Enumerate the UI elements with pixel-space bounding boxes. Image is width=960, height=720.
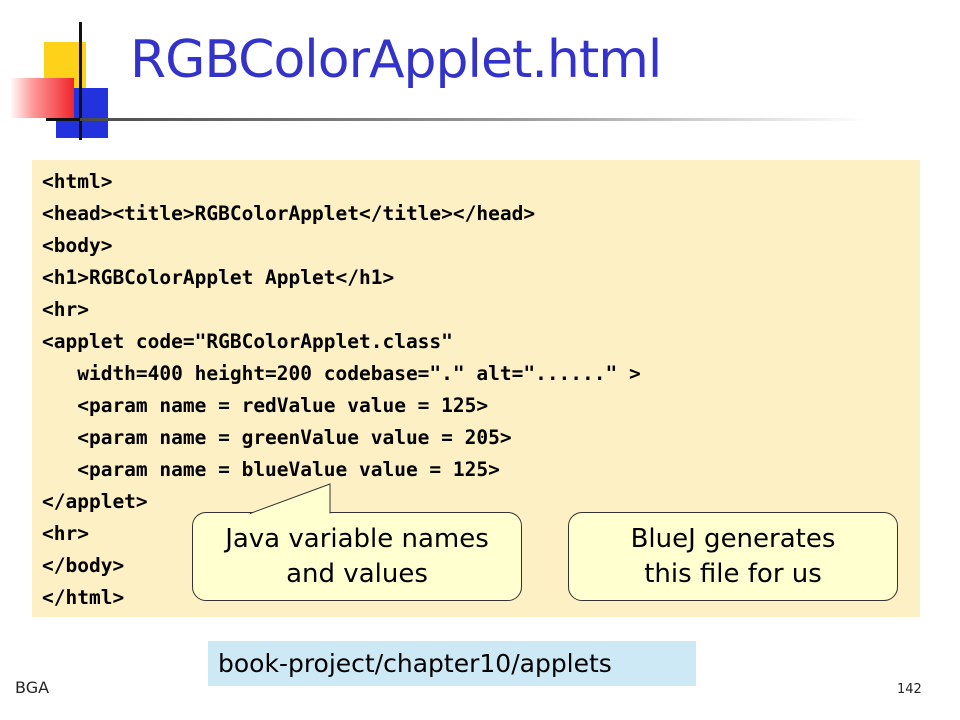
code-line: </applet> [42, 490, 148, 513]
slide-title: RGBColorApplet.html [130, 30, 662, 90]
page-number: 142 [897, 682, 922, 697]
callout-line: BlueJ generates [630, 523, 836, 554]
title-underline [80, 118, 870, 121]
code-line: <param name = greenValue value = 205> [42, 426, 512, 449]
callout-text: BlueJ generates this file for us [631, 522, 836, 592]
callout-line: Java variable names [225, 523, 489, 554]
code-line: <body> [42, 234, 113, 257]
logo-vertical-line [79, 22, 82, 140]
code-line: </body> [42, 554, 125, 577]
code-line: <hr> [42, 298, 89, 321]
code-line: <head><title>RGBColorApplet</title></hea… [42, 202, 536, 225]
code-line: <applet code="RGBColorApplet.class" [42, 330, 453, 353]
code-line: <param name = blueValue value = 125> [42, 458, 500, 481]
code-line: <param name = redValue value = 125> [42, 394, 489, 417]
code-line: <h1>RGBColorApplet Applet</h1> [42, 266, 395, 289]
logo-red-square [10, 78, 74, 118]
callout-text: Java variable names and values [225, 522, 489, 592]
footer-author: BGA [15, 678, 50, 697]
code-line: <html> [42, 170, 113, 193]
project-path-label: book-project/chapter10/applets [208, 641, 696, 686]
code-line: <hr> [42, 522, 89, 545]
callout-bluej: BlueJ generates this file for us [568, 512, 898, 601]
code-line: width=400 height=200 codebase="." alt=".… [42, 362, 641, 385]
callout-line: and values [286, 558, 428, 589]
slide-logo [0, 0, 140, 150]
code-line: </html> [42, 586, 125, 609]
callout-java-variables: Java variable names and values [192, 512, 522, 601]
callout-line: this file for us [644, 558, 822, 589]
